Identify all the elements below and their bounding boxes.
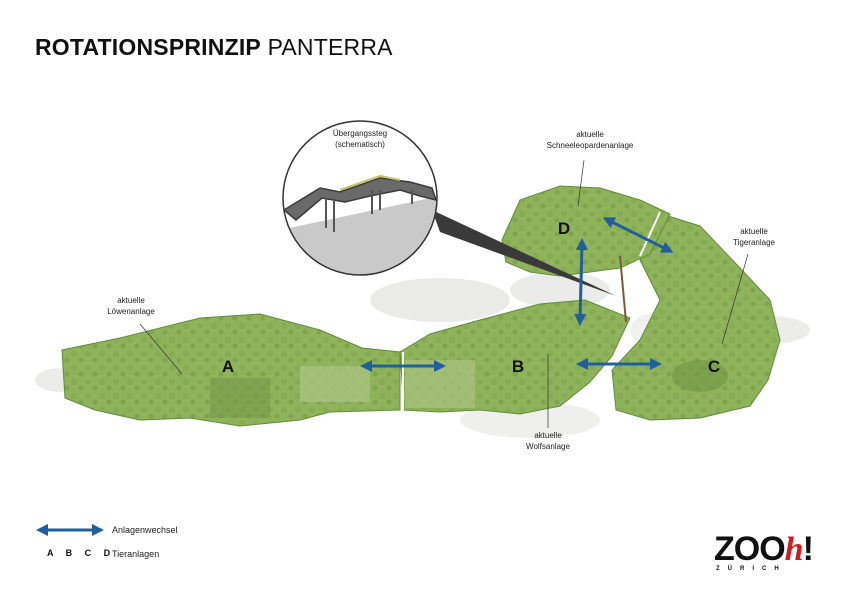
label-d-line1: aktuelle [576,130,604,139]
label-d-line2: Schneeleopardenanlage [547,141,634,150]
bridge-inset: Übergangssteg (schematisch) [282,120,438,276]
enclosure-letter-c: C [708,357,720,376]
enclosure-a [61,313,401,427]
enclosure-letter-b: B [512,357,524,376]
logo-zoo: ZOO [714,530,786,568]
logo-excl: ! [802,530,814,568]
inset-callout-beam [432,210,616,296]
inset-label-line1: Übergangssteg [333,129,387,138]
legend-letters-label: Tieranlagen [112,549,160,559]
footbridge-line [619,255,627,323]
logo-h: h [784,531,804,568]
enclosure-letter-a: A [222,357,234,376]
zoo-zurich-logo: ZOOh! ZÜRICH [714,532,824,576]
logo-sub: ZÜRICH [716,566,787,572]
double-arrow-icon [602,217,674,253]
title-bold: ROTATIONSPRINZIP [35,34,261,60]
double-arrow-icon [574,238,588,326]
enclosure-d [501,185,671,277]
inset-label-line2: (schematisch) [335,140,385,149]
label-b-line2: Wolfsanlage [526,442,570,451]
label-a-line1: aktuelle [117,296,145,305]
page-title: ROTATIONSPRINZIP PANTERRA [35,34,393,61]
label-a-line2: Löwenanlage [107,307,155,316]
legend-arrow-label: Anlagenwechsel [112,525,178,535]
label-b-line1: aktuelle [534,431,562,440]
label-c-line2: Tigeranlage [733,238,776,247]
transfer-arrows [360,217,674,372]
leader-lines [139,159,749,428]
label-c-line1: aktuelle [740,227,768,236]
legend-letters: A B C D [47,548,116,558]
enclosure-letter-d: D [558,219,570,238]
title-light: PANTERRA [267,34,393,60]
enclosure-b [399,299,631,415]
